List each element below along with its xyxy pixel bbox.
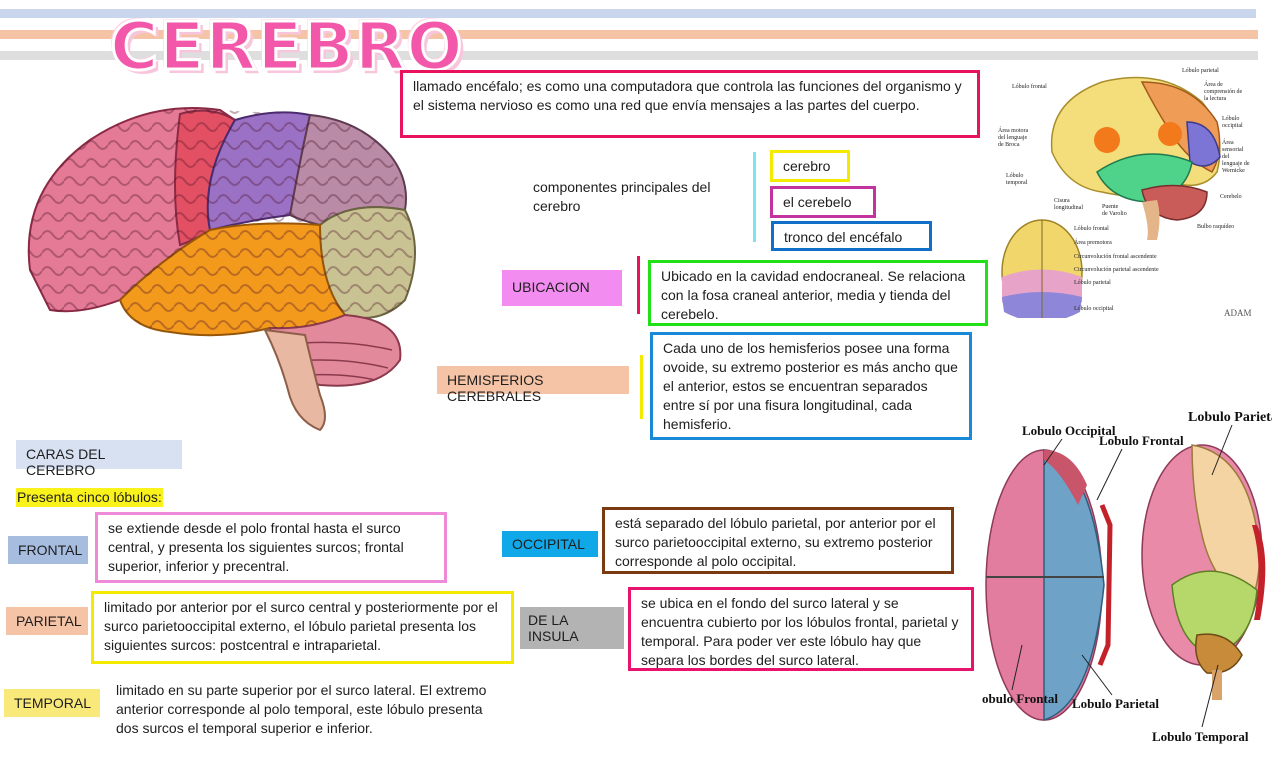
svg-text:de Broca: de Broca xyxy=(998,142,1020,148)
definition-box: llamado encéfalo; es como una computador… xyxy=(400,70,980,138)
caras-label: CARAS DEL CEREBRO xyxy=(16,440,182,478)
svg-text:sensorial: sensorial xyxy=(1222,147,1244,153)
component-cerebro: cerebro xyxy=(770,150,850,182)
svg-text:Área motora: Área motora xyxy=(998,126,1028,134)
svg-text:Bulbo raquídeo: Bulbo raquídeo xyxy=(1197,224,1234,230)
svg-text:Circunvolución frontal ascende: Circunvolución frontal ascendente xyxy=(1074,253,1157,260)
svg-text:Cisura: Cisura xyxy=(1054,198,1070,204)
svg-text:del lenguaje: del lenguaje xyxy=(998,135,1027,141)
hemisferios-box: Cada uno de los hemisferios posee una fo… xyxy=(650,332,972,440)
header-stripe-blue xyxy=(0,9,1256,18)
component-tronco: tronco del encéfalo xyxy=(771,221,932,251)
header-stripe-peach xyxy=(0,30,1258,39)
lobe-temporal-label: TEMPORAL xyxy=(4,689,100,717)
svg-text:Lóbulo occipital: Lóbulo occipital xyxy=(1074,306,1114,312)
svg-text:del: del xyxy=(1222,154,1230,160)
svg-text:temporal: temporal xyxy=(1006,180,1028,186)
ubicacion-box: Ubicado en la cavidad endocraneal. Se re… xyxy=(648,260,988,326)
ubicacion-label: UBICACION xyxy=(502,270,622,306)
svg-text:la lectura: la lectura xyxy=(1204,96,1226,102)
component-cerebelo: el cerebelo xyxy=(770,186,876,218)
brain-illustration xyxy=(27,107,416,432)
lobe-insula-label: DE LA INSULA xyxy=(520,607,624,649)
svg-text:Lóbulo: Lóbulo xyxy=(1006,173,1023,179)
anatomy-figure-lateral: Lóbulo parietal Lóbulo frontal Área deco… xyxy=(992,62,1252,318)
lobe-occipital-label: OCCIPITAL xyxy=(502,531,598,557)
svg-text:lenguaje de: lenguaje de xyxy=(1222,161,1250,167)
svg-text:Lobulo Occipital: Lobulo Occipital xyxy=(1022,423,1116,438)
lobe-insula-box: se ubica en el fondo del surco lateral y… xyxy=(628,587,974,671)
hemisferios-label: HEMISFERIOS CEREBRALES xyxy=(437,366,629,404)
svg-text:ADAM: ADAM xyxy=(1224,308,1252,318)
components-label: componentes principales del cerebro xyxy=(533,179,711,214)
svg-text:Lóbulo parietal: Lóbulo parietal xyxy=(1074,280,1111,286)
brainstem-shape xyxy=(263,328,326,432)
svg-text:Lóbulo frontal: Lóbulo frontal xyxy=(1012,83,1047,90)
svg-text:comprensión de: comprensión de xyxy=(1204,89,1242,95)
hemisferios-bracket-line xyxy=(640,355,643,419)
svg-text:de Varolio: de Varolio xyxy=(1102,211,1127,217)
svg-text:Lóbulo: Lóbulo xyxy=(1222,116,1239,122)
lobe-occipital-box: está separado del lóbulo parietal, por a… xyxy=(602,507,954,574)
components-bracket-line xyxy=(753,152,756,242)
svg-text:Puente: Puente xyxy=(1102,204,1119,210)
svg-text:Circunvolución parietal ascend: Circunvolución parietal ascendente xyxy=(1074,267,1159,273)
lobe-frontal-box: se extiende desde el polo frontal hasta … xyxy=(95,512,447,583)
svg-text:occipital: occipital xyxy=(1222,123,1243,129)
svg-text:Lobulo Parietal: Lobulo Parietal xyxy=(1188,410,1272,425)
svg-text:Área premotora: Área premotora xyxy=(1074,238,1112,246)
svg-text:Lobulo Parietal: Lobulo Parietal xyxy=(1072,696,1159,711)
lobe-parietal-label: PARIETAL xyxy=(6,607,88,635)
svg-text:Área de: Área de xyxy=(1204,80,1223,88)
header-stripe-grey xyxy=(0,51,1258,60)
svg-text:Área: Área xyxy=(1222,138,1234,146)
svg-text:Lóbulo frontal: Lóbulo frontal xyxy=(1074,225,1109,232)
svg-text:Lobulo Temporal: Lobulo Temporal xyxy=(1152,729,1249,744)
svg-text:obulo Frontal: obulo Frontal xyxy=(982,691,1058,706)
svg-text:Wernicke: Wernicke xyxy=(1222,168,1245,174)
lobe-temporal-text: limitado en su parte superior por el sur… xyxy=(116,682,487,736)
ubicacion-bracket-line xyxy=(637,256,640,314)
lobe-parietal-box: limitado por anterior por el surco centr… xyxy=(91,591,514,664)
lobe-frontal-label: FRONTAL xyxy=(8,536,88,564)
anatomy-figure-lobes: Lobulo Occipital Lobulo Frontal Lobulo P… xyxy=(982,410,1272,744)
lobulos-intro: Presenta cinco lóbulos: xyxy=(16,488,163,507)
svg-text:Lóbulo parietal: Lóbulo parietal xyxy=(1182,68,1219,74)
svg-text:Lobulo Frontal: Lobulo Frontal xyxy=(1099,433,1184,448)
svg-text:longitudinal: longitudinal xyxy=(1054,205,1083,211)
svg-text:Cerebelo: Cerebelo xyxy=(1220,194,1242,200)
